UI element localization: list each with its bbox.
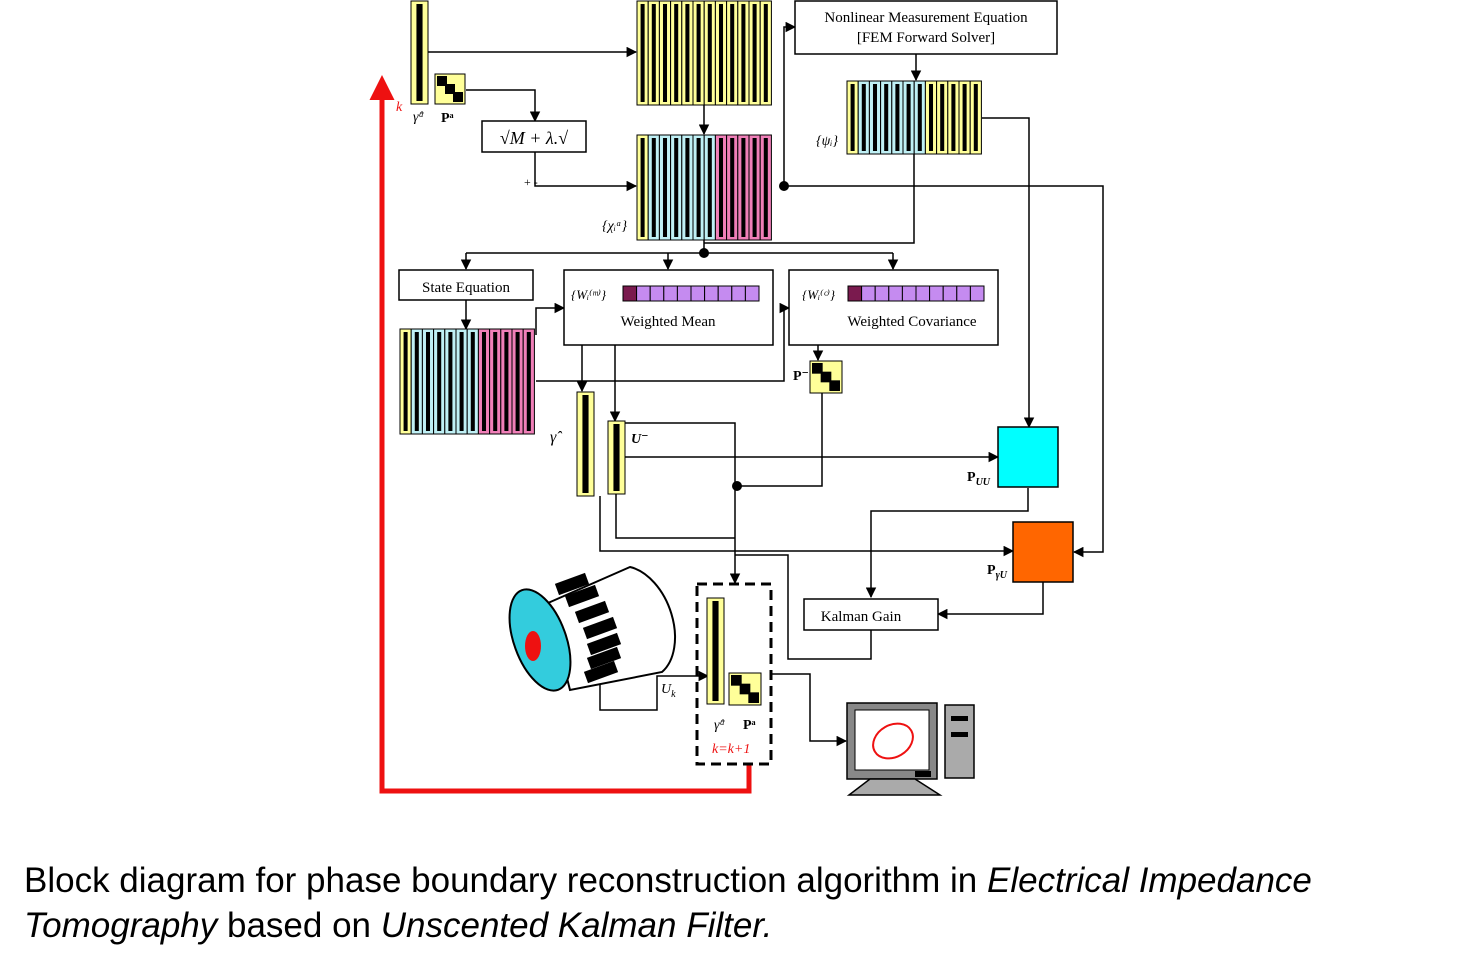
weighted-mean-label: Weighted Mean [620, 314, 716, 330]
edge-pa-to-sqrt [466, 89, 541, 123]
edge-sensor-to-state [599, 670, 710, 711]
weights-mean-bar [717, 285, 733, 302]
weights-mean-bar [663, 285, 678, 302]
weights-cov-bar [969, 285, 985, 302]
nonlinear-label-line1: Nonlinear Measurement Equation [824, 10, 1028, 26]
edge-props-to-cov [536, 302, 791, 382]
weights-mean-bar [649, 285, 665, 302]
k-update-label: k=k+1 [712, 742, 750, 757]
weighted-covariance-label: Weighted Covariance [847, 314, 976, 330]
caption-eit: Electrical Impedance Tomography [24, 861, 1312, 945]
edge-u-to-dashed [624, 422, 741, 585]
p-gu-block [1012, 521, 1074, 583]
edge-sqrt-to-chi [534, 152, 638, 192]
k-label: k [396, 100, 403, 115]
p-uu-block [997, 426, 1059, 488]
p-a-label: Pᵃ [441, 111, 454, 126]
edge-pminus-join [735, 392, 823, 487]
edge-chi-to-kalman [784, 185, 1104, 558]
edge-gamma-to-pgu [599, 496, 1015, 557]
weights-mean-bar [676, 285, 692, 302]
junction-dots [699, 181, 789, 491]
feedback-loop-arrow [369, 75, 752, 794]
weights-cov-bar [874, 285, 890, 302]
weights-mean-bar [704, 285, 719, 302]
edge-psi-down [704, 154, 915, 244]
nonlinear-measurement-box: Nonlinear Measurement Equation [FEM Forw… [794, 0, 1058, 55]
chi-label: {χᵢᵃ} [602, 219, 628, 234]
sqrt-label: √M + λ.√ [500, 128, 568, 148]
state-equation-label: State Equation [422, 280, 510, 296]
weights-cov-bar [915, 285, 931, 302]
weights-cov-bar [942, 285, 958, 302]
caption-part3: based on [217, 906, 381, 945]
p-minus-label: P⁻ [793, 369, 809, 384]
edge-psi-to-puu [982, 117, 1035, 429]
weights-mean-bar [636, 285, 651, 302]
weights-mean-bar [690, 285, 706, 302]
computer-monitor-icon [846, 702, 975, 796]
edge-pgu-to-kalman [936, 582, 1044, 620]
junction-dot [732, 481, 742, 491]
junction-dot [699, 248, 709, 258]
junction-dot [779, 181, 789, 191]
nonlinear-label-line2: [FEM Forward Solver] [857, 30, 995, 46]
u-k-label: Uk [661, 682, 676, 700]
psi-label: {ψᵢ} [816, 134, 839, 149]
p-a-bottom-label: Pᵃ [743, 718, 756, 733]
gamma-hat-a-bottom-label: γ̂ᵃ [714, 718, 726, 733]
weights-mean-bar [622, 285, 638, 302]
weights-cov-bar [861, 285, 876, 302]
plus-minus-label: + - [524, 175, 538, 189]
p-uu-label: PUU [967, 470, 991, 488]
weights-mean-bar [731, 285, 746, 302]
u-minus-label: U⁻ [631, 432, 649, 447]
sqrt-scaling-box: √M + λ.√ [481, 120, 587, 153]
weights-cov-bar [929, 285, 944, 302]
weights-cov-bar [956, 285, 971, 302]
ukf-block-diagram: Nonlinear Measurement Equation [FEM Forw… [369, 0, 1104, 796]
connector-lines [428, 21, 1104, 747]
kalman-gain-label: Kalman Gain [821, 609, 902, 625]
edge-puu-to-kalman [865, 488, 1029, 599]
weights-cov-bar [901, 285, 917, 302]
edge-kalman-to-join [735, 554, 872, 660]
weighted-mean-box: {Wᵢ⁽ᵐ⁾} Weighted Mean [563, 269, 774, 346]
state-equation-box: State Equation [398, 269, 534, 301]
weights-cov-bar [847, 285, 863, 302]
edge-chi-to-nonlinear [783, 21, 797, 186]
matrix-blocks [399, 0, 985, 706]
updated-state-box [695, 582, 773, 766]
edge-u-to-pgu [615, 494, 735, 539]
wc-label: {Wᵢ⁽ᶜ⁾} [802, 287, 836, 302]
gamma-hat-a-label: γ̂ᵃ [413, 110, 425, 125]
caption-part1: Block diagram for phase boundary reconst… [24, 861, 987, 900]
p-gu-label: PγU [987, 563, 1008, 581]
weighted-covariance-box: {Wᵢ⁽ᶜ⁾} Weighted Covariance [788, 269, 999, 346]
electrode-cylinder-icon [508, 565, 676, 692]
weights-mean-bar [744, 285, 760, 302]
figure-caption: Block diagram for phase boundary reconst… [24, 858, 1444, 948]
wm-label: {Wᵢ⁽ᵐ⁾} [571, 287, 607, 302]
math-labels: k γ̂ᵃ Pᵃ {ψᵢ} {χᵢᵃ} P⁻ γ̂ U⁻ PUU PγU Uk … [396, 100, 1008, 757]
edge-props-to-mean [535, 302, 566, 335]
weights-cov-bar [888, 285, 903, 302]
kalman-gain-box: Kalman Gain [803, 598, 939, 631]
caption-ukf: Unscented Kalman Filter. [380, 906, 773, 945]
edge-state-to-monitor [771, 673, 848, 747]
gamma-hat-label: γ̂ [550, 429, 562, 446]
